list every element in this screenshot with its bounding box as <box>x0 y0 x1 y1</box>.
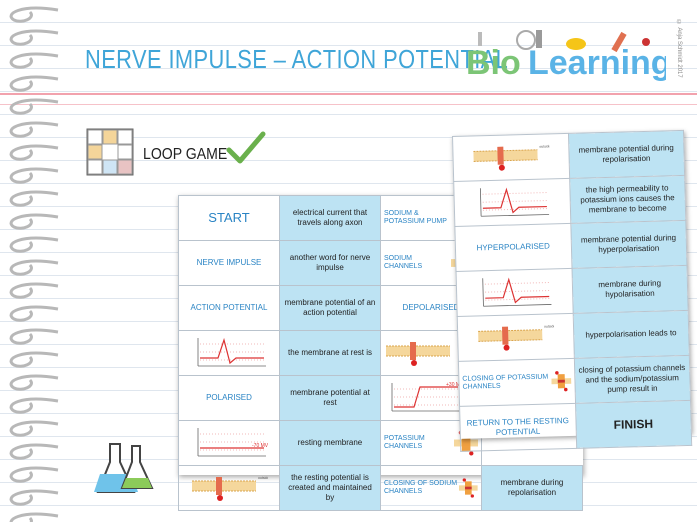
voltage-graph-icon: +30 MV <box>391 382 464 411</box>
logo-text-learning: Learning <box>528 44 666 82</box>
margin-line <box>0 93 697 95</box>
card-term-cell: POLARISED <box>178 375 280 421</box>
card-clue-cell: the membrane at rest is <box>279 330 381 376</box>
card-term-cell: CLOSING OF SODIUM CHANNELS <box>380 465 482 511</box>
card-term-label: SODIUM & POTASSIUM PUMP <box>384 209 447 225</box>
card-clue-cell: another word for nerve impulse <box>279 240 381 286</box>
card-term-cell <box>178 330 280 376</box>
spiral-binding-icon <box>9 6 59 522</box>
card-term-label: CLOSING OF POTASSIUM CHANNELS <box>462 373 549 391</box>
card-clue-cell: the resting potential is created and mai… <box>279 465 381 511</box>
membrane-side-labels: outside inside <box>258 476 268 480</box>
voltage-graph-icon <box>480 186 550 217</box>
membrane-icon: outside inside <box>473 144 561 171</box>
card-term-cell: outside inside <box>457 313 574 362</box>
card-term-cell <box>456 268 573 317</box>
card-term-cell: outside inside <box>178 465 280 511</box>
loop-game-icon <box>86 128 134 176</box>
card-term-cell: CLOSING OF POTASSIUM CHANNELS <box>458 358 576 407</box>
loop-card-row: CLOSING OF POTASSIUM CHANNELS closing of … <box>458 355 691 407</box>
card-clue-cell: membrane potential at rest <box>279 375 381 421</box>
voltage-graph-icon: -70 MV <box>197 427 269 456</box>
finish-label: FINISH <box>613 416 654 432</box>
membrane-icon: outside inside <box>478 324 566 351</box>
card-term-label: SODIUM CHANNELS <box>384 254 423 270</box>
margin-line-thin <box>0 104 697 105</box>
card-clue-cell: the high permeability to potassium ions … <box>569 175 686 224</box>
card-clue-cell: membrane during hypolarisation <box>571 265 689 314</box>
card-term-label: CLOSING OF SODIUM CHANNELS <box>384 479 458 495</box>
card-clue-cell: membrane during repolarisation <box>481 465 583 511</box>
voltage-label: -70 MV <box>252 443 268 449</box>
loop-card-row: membrane during hypolarisation <box>456 265 689 317</box>
card-term-cell: START <box>178 195 280 241</box>
card-clue-cell: membrane potential during repolarisation <box>567 130 685 179</box>
channel-icon <box>551 371 572 392</box>
card-clue-cell: resting membrane <box>279 420 381 466</box>
card-term-cell: NERVE IMPULSE <box>178 240 280 286</box>
card-clue-cell: membrane potential during hyperpolarisat… <box>570 220 687 269</box>
logo-graphic-icon: Bio Learning <box>466 30 672 82</box>
start-label: START <box>208 209 250 225</box>
card-clue-cell: electrical current that travels along ax… <box>279 195 381 241</box>
checkmark-icon <box>226 131 266 164</box>
loop-card-row: outside inside the resting potential is c… <box>178 465 583 511</box>
loop-game-label: LOOP GAME <box>143 146 228 163</box>
card-term-cell: outside inside <box>452 133 570 182</box>
card-term-cell: RETURN TO THE RESTING POTENTIAL <box>459 403 577 452</box>
loop-card-row: outside inside hyperpolarisation leads to <box>457 310 690 362</box>
loop-card-row: the high permeability to potassium ions … <box>453 175 686 227</box>
page-title: NERVE IMPULSE – ACTION POTENTIAL <box>85 44 509 74</box>
logo-text-bio: Bio <box>466 44 521 82</box>
membrane-side-labels: outside inside <box>539 144 550 149</box>
membrane-icon <box>386 341 450 366</box>
membrane-side-labels: outside inside <box>544 324 555 329</box>
card-term-cell <box>453 178 571 227</box>
voltage-graph-icon <box>197 337 266 366</box>
membrane-icon: outside inside <box>192 476 279 501</box>
loop-card-sheet-2: outside inside membrane potential during … <box>452 129 692 452</box>
card-term-cell: -70 MV <box>178 420 280 466</box>
voltage-graph-icon <box>482 276 552 307</box>
card-term-cell: HYPERPOLARISED <box>454 223 572 272</box>
channel-icon <box>459 478 478 498</box>
flask-icon <box>94 443 154 493</box>
card-clue-cell: closing of potassium channels and the so… <box>573 355 691 404</box>
loop-card-row: RETURN TO THE RESTING POTENTIAL FINISH <box>459 400 692 452</box>
card-clue-cell: FINISH <box>575 400 692 449</box>
copyright-text: © Anja Schmidt 2017 <box>676 20 682 78</box>
loop-card-row: outside inside membrane potential during … <box>452 130 685 182</box>
voltage-label: +30 MV <box>446 382 462 388</box>
card-term-label: POTASSIUM CHANNELS <box>384 434 425 450</box>
card-clue-cell: membrane potential of an action potentia… <box>279 285 381 331</box>
card-term-cell: ACTION POTENTIAL <box>178 285 280 331</box>
biolearning-logo: Bio Learning <box>466 28 672 90</box>
card-clue-cell: hyperpolarisation leads to <box>572 310 690 359</box>
